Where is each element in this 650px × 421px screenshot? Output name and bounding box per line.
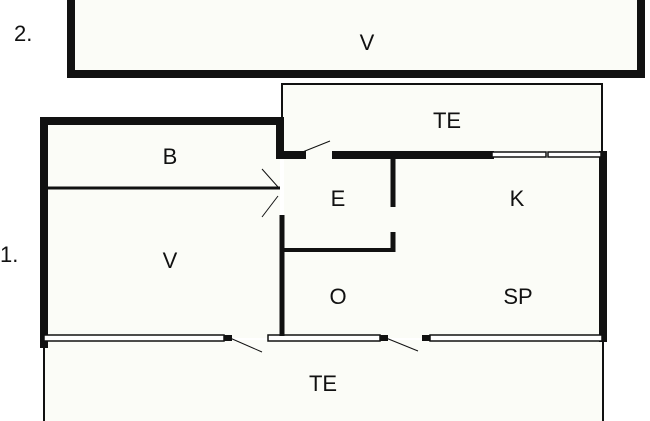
room-fill-b-v <box>44 120 280 338</box>
room-label-te-top: TE <box>433 108 461 133</box>
bottom-wall <box>43 334 603 342</box>
room-label-b: B <box>163 144 178 169</box>
room-fill-te-bottom <box>44 340 604 421</box>
door-swings <box>229 140 419 353</box>
floor-1-label: 1. <box>0 242 18 267</box>
interior-walls <box>46 157 396 336</box>
top-windows <box>491 151 602 158</box>
room-label-e: E <box>331 186 346 211</box>
room-fill-core <box>284 154 604 338</box>
room-fill-te-top <box>282 84 602 154</box>
floor-2-label: 2. <box>14 21 32 46</box>
floor-1: 1. <box>0 83 607 421</box>
room-label-te-bottom: TE <box>309 371 337 396</box>
room-label-sp: SP <box>503 284 532 309</box>
exterior-walls <box>40 117 607 348</box>
room-label-o: O <box>329 284 346 309</box>
room-label-upper-v: V <box>360 30 375 55</box>
room-label-v: V <box>163 248 178 273</box>
floor-2: 2. V <box>14 0 645 78</box>
room-label-k: K <box>510 186 525 211</box>
floor-2-room-v <box>67 0 645 78</box>
